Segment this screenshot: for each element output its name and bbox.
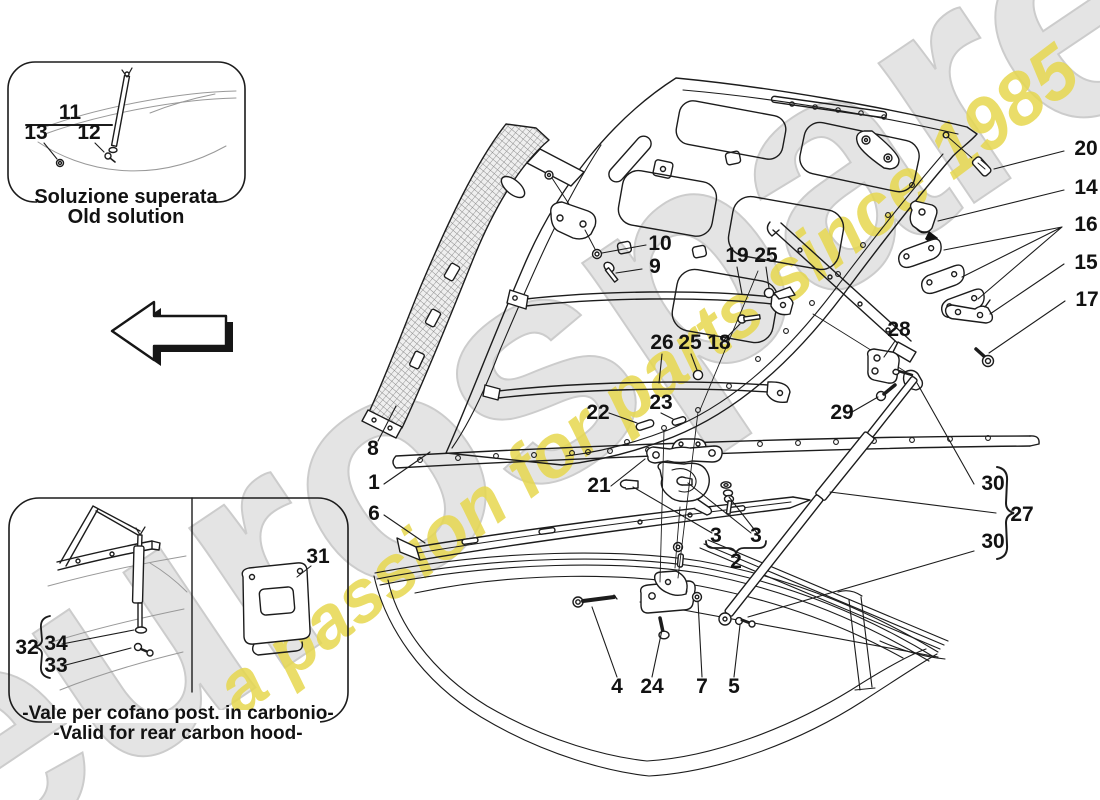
cross-bar-19 bbox=[506, 286, 796, 316]
callout-13: 13 bbox=[24, 121, 47, 144]
callout-29: 29 bbox=[830, 401, 853, 424]
callout-18: 18 bbox=[707, 331, 731, 354]
callout-16: 16 bbox=[1074, 213, 1097, 236]
callout-11: 11 bbox=[59, 101, 82, 124]
callout-12: 12 bbox=[77, 121, 100, 144]
callout-3-left: 3 bbox=[710, 524, 722, 547]
brace-32 bbox=[31, 615, 51, 679]
bolt-24 bbox=[658, 616, 665, 634]
callout-17: 17 bbox=[1075, 288, 1098, 311]
bolt-17 bbox=[974, 347, 995, 368]
callout-30-upper: 30 bbox=[981, 472, 1004, 495]
callout-3-right: 3 bbox=[750, 524, 762, 547]
callout-4: 4 bbox=[611, 675, 623, 698]
frame-bar-1 bbox=[392, 435, 1040, 469]
callout-34: 34 bbox=[44, 632, 68, 655]
callout-24: 24 bbox=[640, 675, 664, 698]
callout-25-lower: 25 bbox=[678, 331, 702, 354]
callout-32: 32 bbox=[15, 636, 38, 659]
hinge-rail bbox=[766, 130, 917, 363]
bracket-28 bbox=[866, 348, 914, 402]
bolt-9 bbox=[603, 261, 619, 283]
callout-7: 7 bbox=[696, 675, 708, 698]
hood-lid-drawing bbox=[445, 77, 978, 466]
callout-labels: 1 2 3 3 4 5 6 7 8 9 10 14 15 16 17 18 19… bbox=[367, 137, 1099, 698]
pin-22 bbox=[635, 419, 655, 431]
ring-25b bbox=[692, 369, 704, 381]
callout-23: 23 bbox=[649, 391, 672, 414]
callout-5: 5 bbox=[728, 675, 740, 698]
washer-7 bbox=[691, 591, 703, 603]
body-aperture-outline bbox=[373, 539, 949, 777]
old-solution-caption-en: Old solution bbox=[68, 206, 185, 228]
straps-16 bbox=[898, 238, 985, 319]
callout-10: 10 bbox=[648, 232, 671, 255]
brace-2 bbox=[705, 540, 767, 556]
callout-8: 8 bbox=[367, 437, 379, 460]
callout-2: 2 bbox=[730, 550, 742, 573]
upper-left-hinge-bracket bbox=[550, 201, 619, 283]
carbon-hood-caption-en: -Valid for rear carbon hood- bbox=[53, 723, 302, 744]
washer-34 bbox=[134, 626, 148, 634]
old-solution-inset: 11 13 12 Soluzione superata Old solution bbox=[7, 61, 246, 228]
callout-26: 26 bbox=[650, 331, 673, 354]
brace-27 bbox=[996, 466, 1015, 560]
strut-32 bbox=[131, 545, 145, 604]
bolt-20 bbox=[942, 131, 992, 177]
callout-27: 27 bbox=[1010, 503, 1033, 526]
callout-25-upper: 25 bbox=[754, 244, 778, 267]
nut-13 bbox=[55, 158, 65, 168]
old-solution-caption-it: Soluzione superata bbox=[34, 186, 218, 208]
nut-10 bbox=[591, 248, 603, 260]
callout-19: 19 bbox=[725, 244, 748, 267]
callout-31: 31 bbox=[306, 545, 330, 568]
cross-bar-26 bbox=[482, 381, 791, 404]
callout-30-lower: 30 bbox=[981, 530, 1004, 553]
carbon-hood-caption-it: -Vale per cofano post. in carbonio- bbox=[22, 703, 333, 724]
ball-stud-33 bbox=[133, 642, 143, 652]
callout-1: 1 bbox=[368, 471, 380, 494]
callout-20: 20 bbox=[1074, 137, 1097, 160]
seal-strip-6 bbox=[396, 496, 811, 561]
leader-lines bbox=[377, 150, 1066, 678]
hinge-21-assembly bbox=[619, 445, 735, 516]
hinge-15 bbox=[944, 299, 994, 324]
ring-25a bbox=[763, 287, 775, 299]
carbon-hood-inset: 32 34 33 31 -Vale per cofano post. in ca… bbox=[8, 497, 349, 744]
callout-6: 6 bbox=[368, 502, 380, 525]
callout-33: 33 bbox=[44, 654, 67, 677]
direction-arrow bbox=[110, 300, 233, 366]
callout-15: 15 bbox=[1074, 251, 1098, 274]
callout-14: 14 bbox=[1074, 176, 1098, 199]
pin-23 bbox=[671, 416, 687, 426]
callout-9: 9 bbox=[649, 255, 661, 278]
callout-21: 21 bbox=[587, 474, 611, 497]
gas-strut bbox=[718, 313, 924, 628]
callout-22: 22 bbox=[586, 401, 609, 424]
callout-28: 28 bbox=[887, 318, 911, 341]
